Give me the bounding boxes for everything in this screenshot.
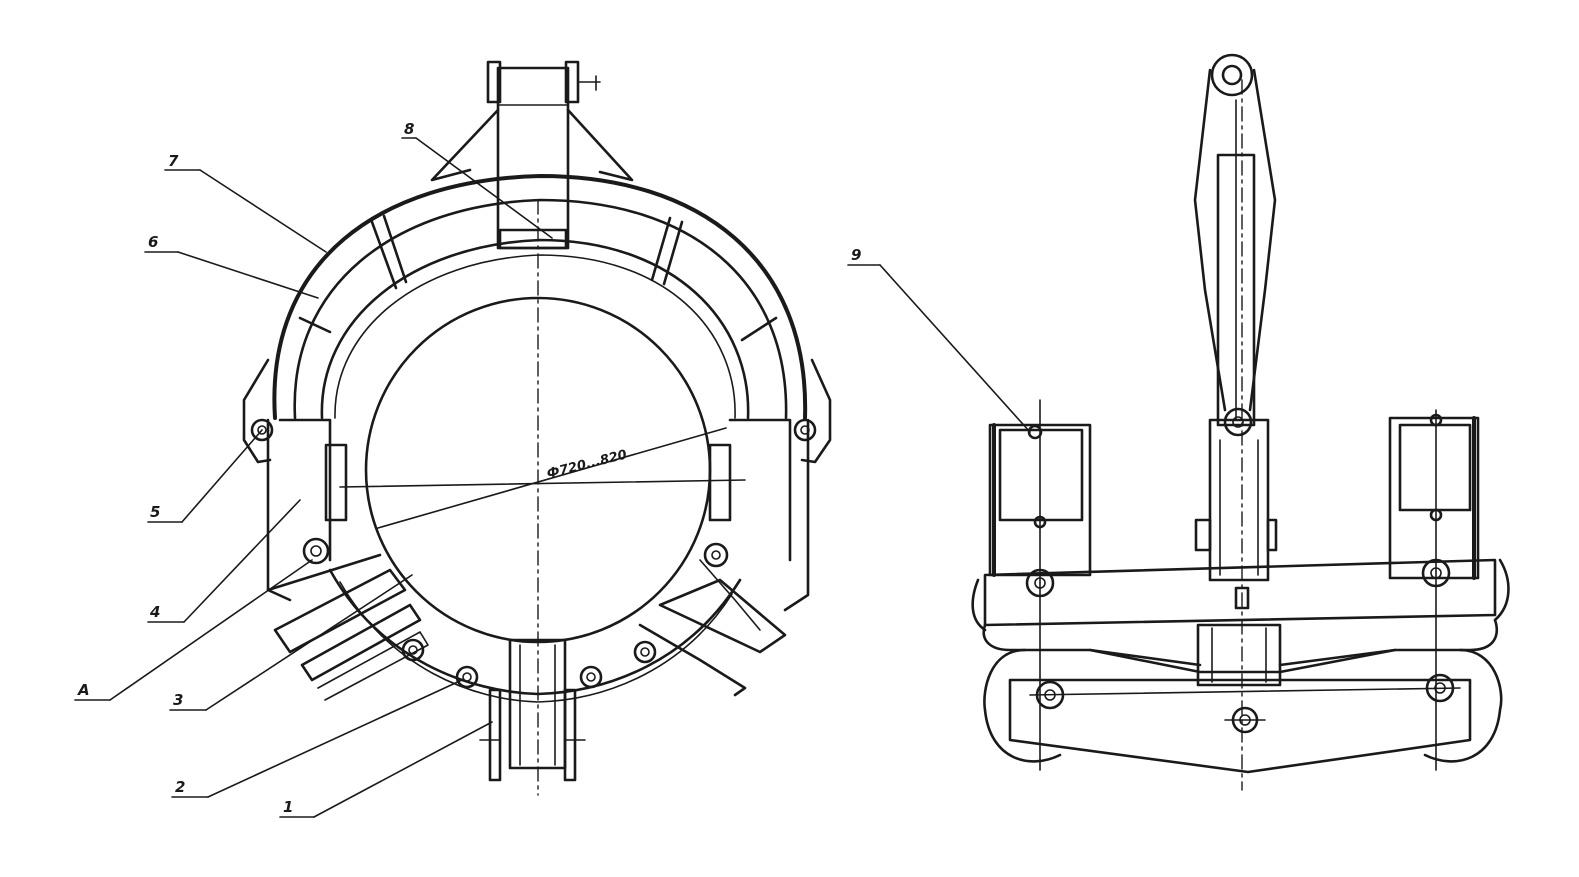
left-upright-frame	[988, 399, 1092, 771]
callout-A: A	[74, 559, 313, 701]
svg-text:7: 7	[168, 152, 179, 170]
right-lower-jaw	[708, 418, 810, 612]
bottom-lug	[479, 638, 586, 782]
outer-band-inner-edge	[293, 198, 788, 420]
lifting-link	[1193, 53, 1277, 437]
svg-text:6: 6	[148, 233, 158, 251]
svg-text:3: 3	[173, 691, 183, 709]
callout-9: 9	[847, 246, 1031, 433]
outer-band	[272, 174, 808, 420]
left-lower-jaw	[266, 418, 382, 602]
diameter-dimension-line	[377, 427, 727, 529]
central-post	[1194, 418, 1278, 582]
diameter-dimension: Ф720...820	[545, 447, 628, 481]
callout-2: 2	[171, 679, 463, 798]
svg-text:2: 2	[175, 778, 185, 796]
callout-7: 7	[164, 152, 327, 253]
roller-carriage	[982, 618, 1503, 774]
callout-5: 5	[147, 429, 263, 523]
callout-6: 6	[144, 233, 319, 299]
right-hinge	[793, 358, 832, 464]
callout-3: 3	[169, 574, 413, 711]
clamp-side-view: 9	[847, 53, 1510, 791]
top-pad	[498, 228, 568, 250]
right-upright-frame	[1388, 409, 1480, 771]
lower-right-roller-pads	[579, 542, 787, 697]
callout-4: 4	[147, 499, 301, 623]
svg-text:A: A	[77, 681, 90, 699]
svg-text:4: 4	[149, 603, 160, 621]
svg-text:1: 1	[283, 798, 293, 816]
svg-text:9: 9	[851, 246, 861, 264]
radial-ribs	[298, 214, 778, 342]
callout-8: 8	[401, 120, 553, 239]
callout-1: 1	[279, 721, 493, 818]
svg-text:8: 8	[404, 120, 414, 138]
inner-liner	[320, 238, 750, 420]
bottom-chain	[328, 568, 742, 696]
svg-text:5: 5	[150, 503, 160, 521]
cross-beam	[971, 558, 1510, 632]
top-lifting-lug	[430, 60, 634, 250]
lower-left-roller-pads	[273, 537, 479, 701]
horizontal-axis-line	[339, 479, 746, 488]
clamp-front-view: Ф720...820 7 6 8 5 4	[74, 60, 832, 818]
left-hinge	[242, 358, 274, 464]
